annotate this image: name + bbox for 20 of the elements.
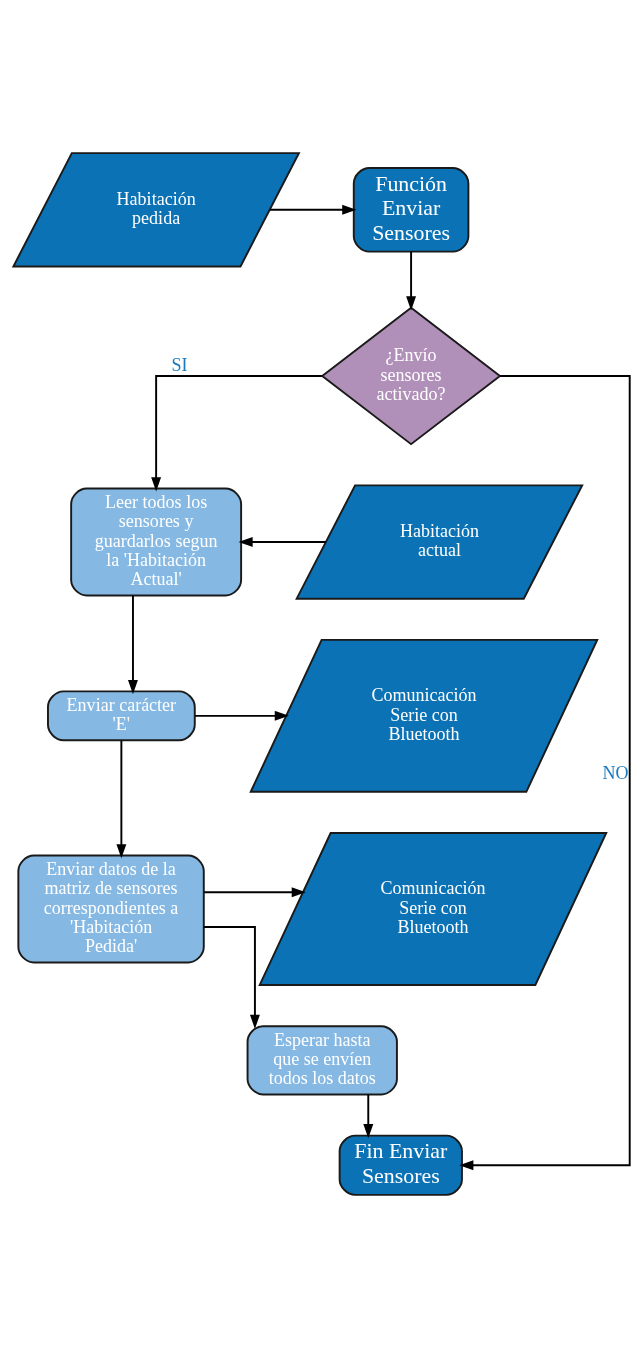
node-box: Leer todos los sensores y guardarlos segun la 'Habitación Actual' xyxy=(70,487,243,596)
node-box: Enviar datos de la matriz de sensores correspondientes a 'Habitación Pedida' xyxy=(17,854,205,963)
arrow xyxy=(151,374,323,491)
arrow xyxy=(459,374,631,1170)
arrow xyxy=(363,1093,374,1138)
arrow xyxy=(203,886,306,897)
node-box: Enviar carácter 'E' xyxy=(47,689,196,741)
edge-label: SI xyxy=(171,354,188,375)
node-box: Fin Enviar Sensores xyxy=(338,1134,463,1196)
arrow xyxy=(194,710,289,721)
node-diamond: ¿Envío sensores activado? xyxy=(320,305,502,445)
arrow xyxy=(268,204,357,215)
arrow xyxy=(128,594,138,694)
arrow xyxy=(202,925,260,1029)
arrow xyxy=(238,536,327,547)
arrow xyxy=(116,739,127,858)
node-box: Esperar hasta que se envíen todos los datos xyxy=(246,1024,398,1095)
node-box: Función Enviar Sensores xyxy=(352,166,470,253)
arrow xyxy=(406,250,417,310)
edge-label: NO xyxy=(602,762,629,783)
